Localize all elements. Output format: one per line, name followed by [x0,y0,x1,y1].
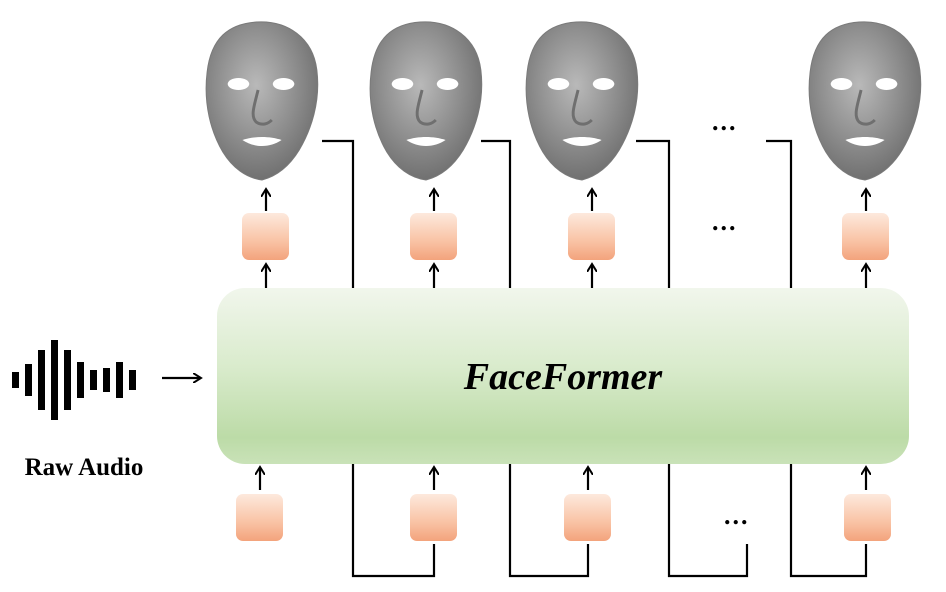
feedback-line-1 [322,139,436,578]
ellipsis-bottom: ... [724,501,750,530]
ellipsis-top: ... [712,107,738,136]
faceformer-block [217,288,909,464]
feedback-connections [322,139,868,578]
input-token [236,494,283,541]
face-mesh-icon [807,20,923,182]
input-token [844,494,891,541]
feedback-line-2 [481,139,590,578]
model-title: FaceFormer [463,356,663,398]
face-mesh-icon [524,20,640,182]
output-token [410,213,457,260]
raw-audio-label: Raw Audio [24,454,144,481]
feedback-line-4 [766,139,868,578]
input-token [410,494,457,541]
output-tokens [242,213,889,260]
arrows-token-to-block [260,468,866,490]
output-token [842,213,889,260]
face-mesh-icon [204,20,320,182]
audio-waveform-icon [12,340,136,420]
ellipsis-middle: ... [712,207,738,236]
output-token [568,213,615,260]
output-faces [204,20,923,182]
arrows-token-to-face [266,190,866,211]
output-token [242,213,289,260]
arrows-block-to-token [266,265,866,288]
face-mesh-icon [368,20,484,182]
input-tokens [236,494,891,541]
feedback-line-3 [636,139,749,578]
input-token [564,494,611,541]
